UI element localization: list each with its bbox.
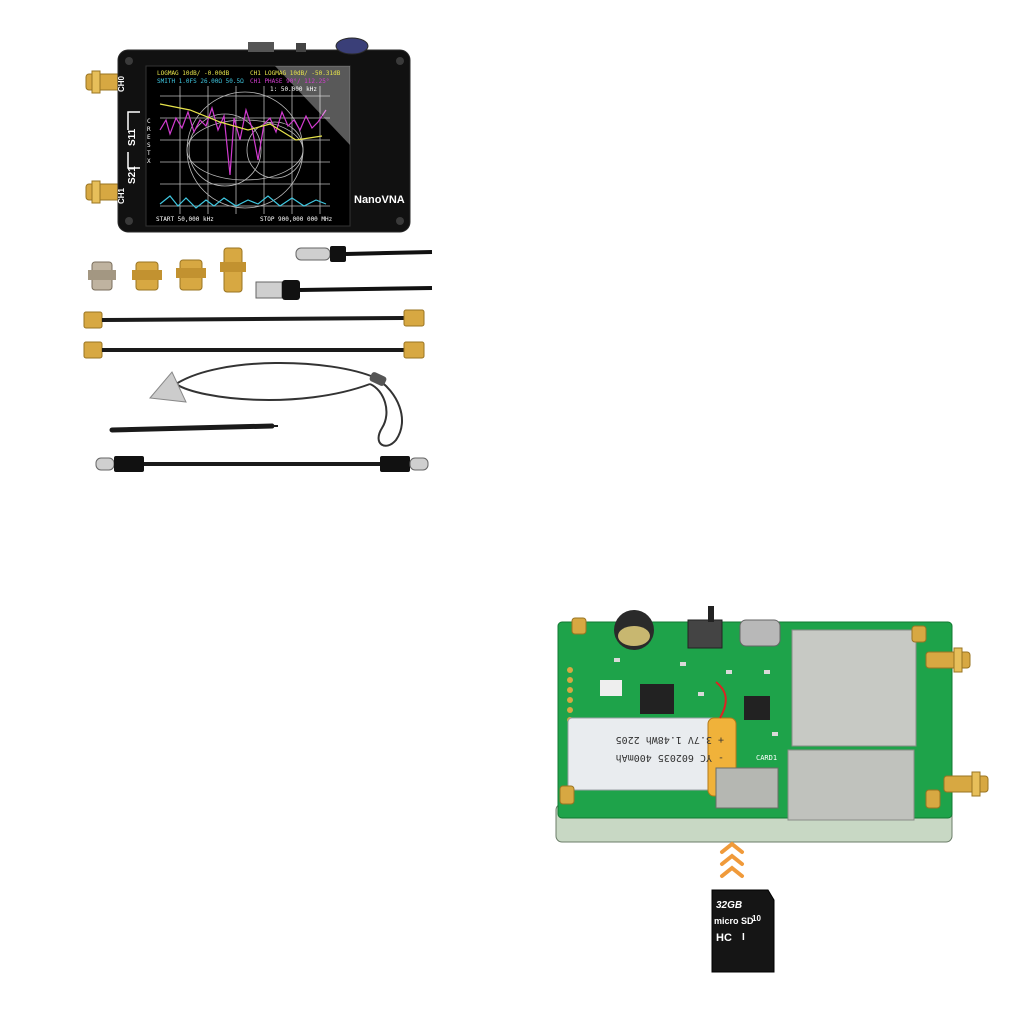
- battery-label-line1: + 3.7V 1.48Wh 2205: [615, 734, 724, 745]
- sma-cable-1: [83, 309, 425, 329]
- sd-type: HC: [716, 932, 732, 944]
- insert-arrow: [720, 841, 744, 878]
- screen-start-freq: START 50,000 kHz: [156, 216, 214, 223]
- pcb-illustration: [555, 606, 989, 973]
- label-s11: S11: [127, 128, 138, 146]
- screen-side-menu: CRESTX: [147, 118, 151, 165]
- trace-yellow: [159, 103, 323, 141]
- standoff: [925, 789, 941, 809]
- sd-capacity: 32GB: [716, 900, 743, 911]
- screen-trace4: CH1 PHASE 90°/ 112.25°: [250, 78, 330, 85]
- nanovna-kit-illustration: [83, 37, 433, 472]
- case-screw: [125, 57, 133, 65]
- adapter-gold-barrel: [220, 247, 246, 293]
- label-s21: S21: [127, 166, 138, 184]
- rf-shield-2: [787, 749, 915, 821]
- rf-port-1: [925, 647, 971, 673]
- jog-wheel: [335, 37, 369, 55]
- standoff: [911, 625, 927, 643]
- micro-sd-card: [711, 889, 775, 973]
- sma-cable-2: [83, 341, 425, 359]
- slide-switch: [687, 619, 723, 649]
- screen-stop-freq: STOP 900,000 000 MHz: [260, 216, 333, 223]
- sd-speed: I: [742, 932, 745, 943]
- sd-brand: micro SD: [714, 916, 754, 926]
- power-switch: [248, 42, 274, 52]
- rf-port-2: [943, 771, 989, 797]
- rf-shield-1: [791, 629, 917, 747]
- standoff: [559, 785, 575, 805]
- usb-a-cable: [255, 280, 433, 300]
- sma-port-ch1: [85, 180, 123, 204]
- adapter-silver: [88, 261, 116, 291]
- sd-card-slot: [715, 767, 779, 809]
- stylus: [109, 423, 278, 433]
- pcb-card-label: CARD1: [756, 754, 778, 762]
- screen-trace1: LOGMAG 10dB/ -0.00dB: [157, 70, 230, 77]
- usb-c-cable: [295, 246, 433, 262]
- port-label-ch1: CH1: [117, 187, 126, 204]
- adapter-gold-1: [132, 261, 162, 291]
- usb-c-to-c-cable: [95, 456, 429, 472]
- standoff: [571, 617, 587, 635]
- battery-label-line2: - YC 602035 400mAh: [615, 752, 724, 763]
- trace-magenta: [159, 105, 327, 176]
- screen-trace3: CH1 LOGMAG 10dB/ -50.31dB: [250, 70, 341, 77]
- sd-class: 10: [752, 914, 761, 923]
- case-screw: [125, 217, 133, 225]
- usb-c-port: [739, 619, 781, 647]
- screen-marker: 1: 50.000 kHz: [270, 86, 317, 93]
- trace-cyan: [159, 195, 327, 209]
- case-screw: [396, 217, 404, 225]
- screen-trace2: SMITH 1.0FS 26.00Ω 50.5Ω: [157, 78, 244, 85]
- port-label-ch0: CH0: [117, 75, 126, 92]
- case-screw: [396, 57, 404, 65]
- mcu-chip: [640, 684, 674, 714]
- lanyard: [149, 361, 403, 447]
- adapter-gold-2: [176, 259, 206, 291]
- device-brand-label: NanoVNA: [354, 194, 405, 206]
